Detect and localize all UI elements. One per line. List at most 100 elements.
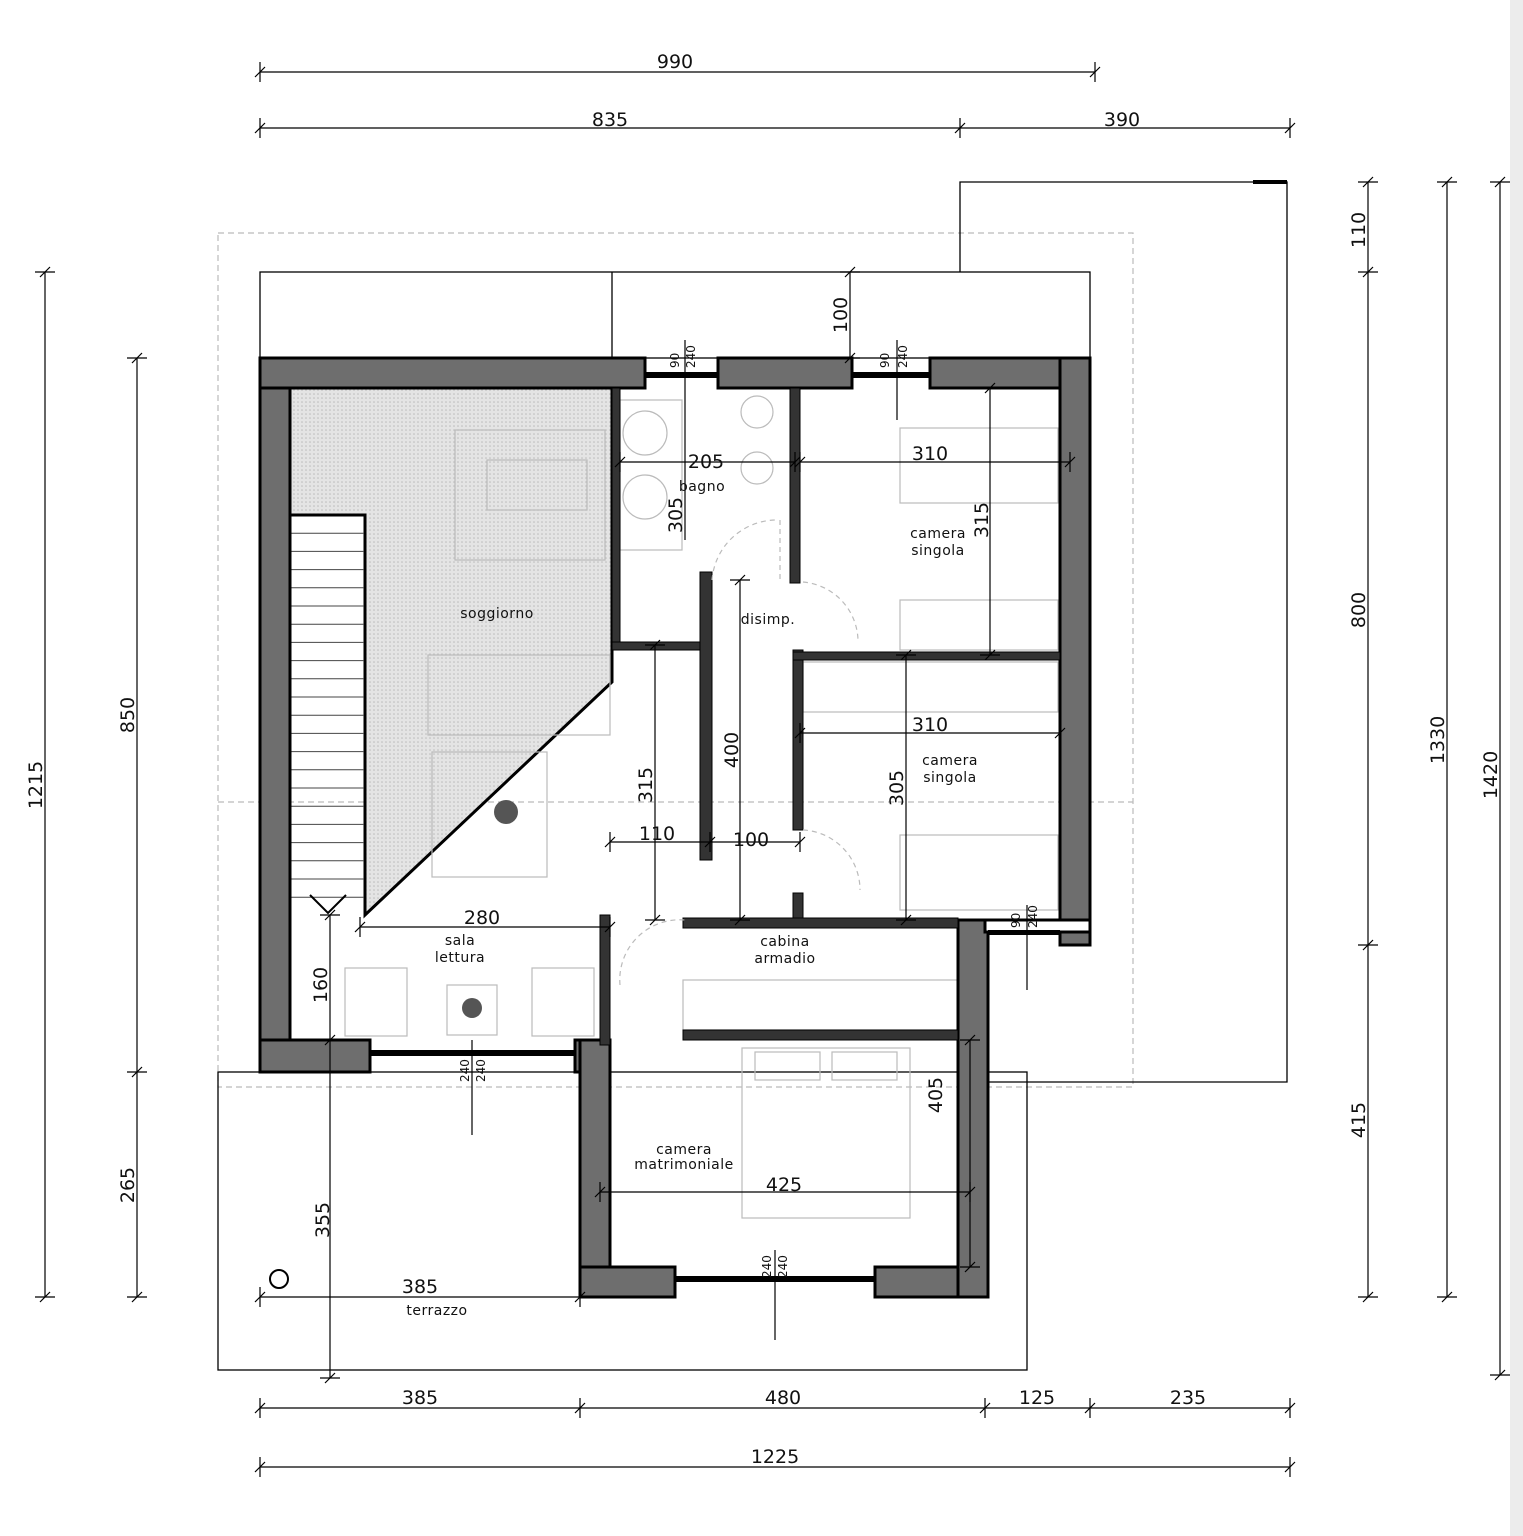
dimension-line (604, 921, 616, 933)
dimension-line (1284, 1402, 1296, 1414)
dim-right-415: 415 (1348, 1102, 1370, 1138)
dim-camera2-width: 310 (912, 714, 948, 736)
dim-bottom-235: 235 (1170, 1387, 1206, 1409)
dimension-line (614, 456, 626, 468)
dimension-line (254, 66, 266, 78)
dim-right-800: 800 (1348, 592, 1370, 628)
dimension-line (354, 921, 366, 933)
window-4-a: 240 (458, 1059, 472, 1082)
room-label-camera-matrimoniale: camera (656, 1142, 712, 1158)
dimension-line (324, 1034, 336, 1046)
dimension-line (794, 836, 806, 848)
dimension-line (1064, 456, 1076, 468)
dimension-line (1441, 1291, 1453, 1303)
dimension-line (984, 649, 996, 661)
dimension-line (131, 1066, 143, 1078)
dimension-line (900, 914, 912, 926)
dimension-line (704, 836, 716, 848)
dimension-line (1362, 1291, 1374, 1303)
dimension-line (1441, 176, 1453, 188)
dim-left-1215: 1215 (25, 761, 47, 809)
dim-soggiorno-depth: 315 (635, 767, 657, 803)
interior-walls (599, 387, 1061, 1046)
dim-roof-offset: 100 (830, 297, 852, 333)
dimension-line (1089, 66, 1101, 78)
dim-camera1-depth: 315 (971, 502, 993, 538)
dimension-line (324, 1372, 336, 1384)
dimension-line (979, 1402, 991, 1414)
room-label-camera-singola-1-b: singola (911, 543, 964, 559)
dim-terrazzo-depth: 355 (312, 1202, 334, 1238)
scrollbar-track[interactable] (1510, 0, 1523, 1536)
room-label-camera-singola-1: camera (910, 526, 966, 542)
window-1-sill: 90 (668, 353, 682, 368)
dimension-line (954, 122, 966, 134)
dim-bottom-1225: 1225 (751, 1446, 799, 1468)
dimension-line (984, 382, 996, 394)
dimension-line (794, 456, 806, 468)
dim-corr-b: 100 (733, 829, 769, 851)
dim-right-1330: 1330 (1427, 716, 1449, 764)
dimension-line (39, 1291, 51, 1303)
eave-outline (259, 271, 1091, 359)
dim-sala-width: 280 (464, 907, 500, 929)
dimension-line (1494, 176, 1506, 188)
staircase (290, 514, 366, 915)
dimension-line (131, 1291, 143, 1303)
dim-left-850: 850 (117, 697, 139, 733)
room-label-camera-matrimoniale-b: matrimoniale (634, 1157, 733, 1173)
room-label-soggiorno: soggiorno (460, 606, 534, 622)
dimension-line (1362, 939, 1374, 951)
room-label-bagno: bagno (679, 479, 725, 495)
dimension-line (844, 352, 856, 364)
room-label-disimpegno: disimp. (741, 612, 795, 628)
dim-bottom-480: 480 (765, 1387, 801, 1409)
dim-bagno-width: 205 (688, 451, 724, 473)
dimension-line (649, 914, 661, 926)
dimension-line (254, 1291, 266, 1303)
dimension-line (1494, 1369, 1506, 1381)
dimension-line (574, 1402, 586, 1414)
dim-left-265: 265 (117, 1167, 139, 1203)
dimension-line (734, 574, 746, 586)
window-1-height: 240 (684, 345, 698, 368)
dim-bagno-depth: 305 (665, 497, 687, 533)
dimension-line (1084, 1402, 1096, 1414)
dimension-line (131, 352, 143, 364)
dimension-line (254, 122, 266, 134)
dimension-line (324, 909, 336, 921)
dimension-line (789, 456, 801, 468)
dimension-line (1362, 176, 1374, 188)
dim-camera1-width: 310 (912, 443, 948, 465)
window-3-height: 240 (1026, 905, 1040, 928)
dim-sala-depth: 160 (310, 967, 332, 1003)
dimension-line (1362, 266, 1374, 278)
dimension-line (594, 1186, 606, 1198)
terrazzo-outline (217, 1071, 1028, 1371)
dimension-line (794, 727, 806, 739)
dim-matrimoniale-width: 425 (766, 1174, 802, 1196)
room-label-sala-lettura-b: lettura (435, 950, 485, 966)
room-label-camera-singola-2-b: singola (923, 770, 976, 786)
dim-right-1420: 1420 (1480, 751, 1502, 799)
window-3-sill: 90 (1009, 913, 1023, 928)
room-label-cabina-armadio: cabina (760, 934, 810, 950)
dimension-line (964, 1034, 976, 1046)
dim-top-835: 835 (592, 109, 628, 131)
dim-matrimoniale-depth: 405 (925, 1077, 947, 1113)
dimension-line (734, 914, 746, 926)
dim-disimp-length: 400 (721, 732, 743, 768)
room-label-camera-singola-2: camera (922, 753, 978, 769)
dim-top-990: 990 (657, 51, 693, 73)
soggiorno-area (288, 386, 614, 919)
window-2-height: 240 (896, 345, 910, 368)
window-5-a: 240 (760, 1255, 774, 1278)
room-label-cabina-armadio-b: armadio (754, 951, 815, 967)
dimension-line (254, 1402, 266, 1414)
room-label-terrazzo: terrazzo (406, 1303, 467, 1319)
dim-bottom-125: 125 (1019, 1387, 1055, 1409)
dimension-line (844, 266, 856, 278)
dimension-line (1284, 1461, 1296, 1473)
roof-outline (217, 232, 1134, 1088)
